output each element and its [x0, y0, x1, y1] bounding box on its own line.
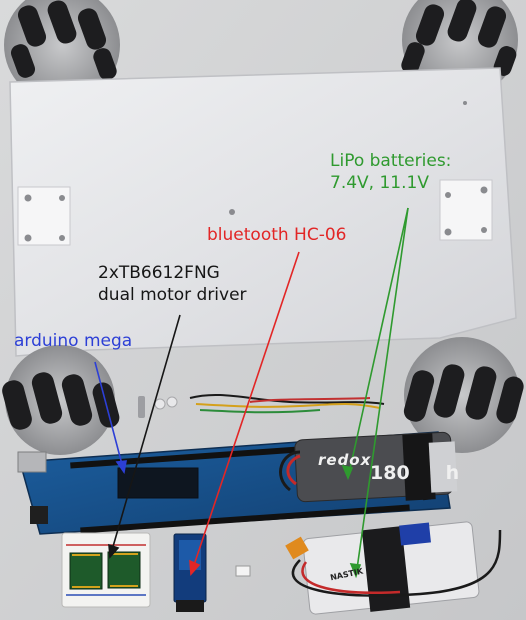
motor-driver-label: 2xTB6612FNG dual motor driver [98, 262, 247, 306]
lipo-battery-upper [279, 431, 458, 503]
lipo-batteries-label: LiPo batteries: 7.4V, 11.1V [330, 150, 451, 194]
lipo-label-line-1: LiPo batteries: [330, 151, 452, 171]
arduino-mega-label: arduino mega [14, 331, 133, 351]
battery-capacity-text: 180 h [370, 462, 459, 484]
wheel-top-left [4, 0, 120, 103]
battery-capacity-number: 180 [370, 462, 410, 484]
lipo-label-line-2: 7.4V, 11.1V [330, 173, 429, 193]
chassis-plate [9, 67, 517, 357]
battery-brand-text: redox [318, 451, 372, 469]
lipo-battery-lower [285, 521, 502, 615]
driver-label-line-2: dual motor driver [98, 285, 247, 305]
battery-capacity-tail: h [445, 462, 460, 484]
jumper-wires [189, 393, 385, 414]
bluetooth-label: bluetooth HC-06 [207, 225, 347, 245]
breadboard-motor-drivers [61, 532, 151, 608]
annotation-arrows [94, 207, 409, 579]
screws [138, 396, 178, 418]
small-connector [235, 565, 251, 577]
driver-label-line-1: 2xTB6612FNG [98, 263, 220, 283]
wheel-bottom-right [403, 337, 524, 453]
